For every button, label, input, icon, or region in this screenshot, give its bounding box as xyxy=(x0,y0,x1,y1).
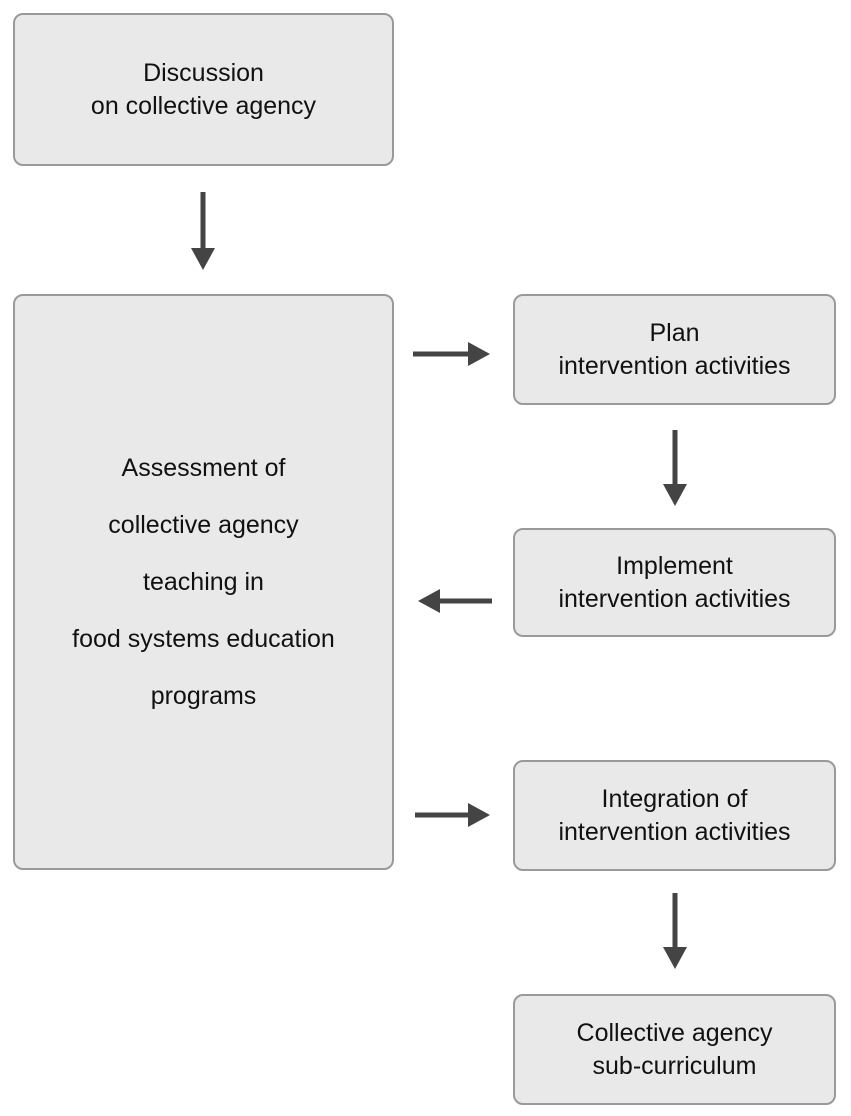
subcurriculum-line-2: sub-curriculum xyxy=(592,1051,757,1080)
subcurriculum-line-1: Collective agency xyxy=(576,1018,773,1047)
arrow-assessment-to-integration xyxy=(415,803,490,827)
integration-node: Integration of intervention activities xyxy=(513,760,836,871)
plan-line-1: Plan xyxy=(649,318,700,347)
discussion-node: Discussion on collective agency xyxy=(13,13,394,166)
assessment-line-4: food systems education xyxy=(72,624,335,653)
discussion-line-2: on collective agency xyxy=(90,91,317,120)
arrow-integration-to-subcurriculum xyxy=(663,893,687,969)
arrow-implement-to-assessment xyxy=(418,589,492,613)
implement-line-1: Implement xyxy=(616,551,733,580)
integration-line-1: Integration of xyxy=(601,784,748,813)
assessment-line-2: collective agency xyxy=(108,510,299,539)
integration-line-2: intervention activities xyxy=(558,817,791,846)
assessment-line-3: teaching in xyxy=(143,567,264,596)
plan-node: Plan intervention activities xyxy=(513,294,836,405)
implement-line-2: intervention activities xyxy=(558,584,791,613)
discussion-line-1: Discussion xyxy=(143,58,264,87)
assessment-node: Assessment of collective agency teaching… xyxy=(13,294,394,870)
implement-node: Implement intervention activities xyxy=(513,528,836,637)
arrow-assessment-to-plan xyxy=(413,342,490,366)
assessment-line-1: Assessment of xyxy=(121,453,286,482)
subcurriculum-node: Collective agency sub-curriculum xyxy=(513,994,836,1105)
arrow-plan-to-implement xyxy=(663,430,687,506)
plan-line-2: intervention activities xyxy=(558,351,791,380)
assessment-line-5: programs xyxy=(150,681,257,710)
arrow-discussion-to-assessment xyxy=(191,192,215,270)
